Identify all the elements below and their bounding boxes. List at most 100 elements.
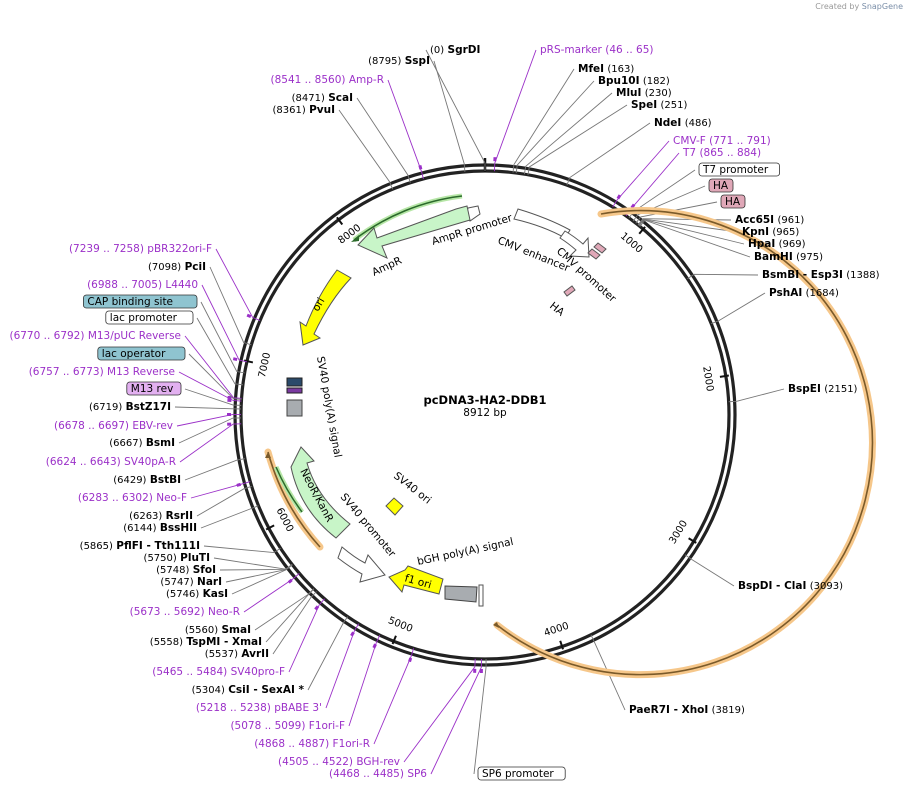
site-leader-line [272, 591, 317, 655]
tick-mark [243, 359, 254, 364]
label-text: Acc65I (961) [735, 214, 804, 226]
position-label: (6283 .. 6302) [78, 492, 153, 504]
primer-leader-line [243, 573, 300, 613]
enzyme-name: BssHII [160, 522, 197, 534]
position-label: (3093) [810, 581, 843, 592]
enzyme-name: SpeI [631, 99, 657, 111]
label-text: (6678 .. 6697) EBV-rev [54, 420, 173, 432]
site-label-ndei: NdeI (486) [654, 117, 712, 129]
position-label: (5750) [144, 553, 177, 564]
tick-label: 7000 [257, 352, 273, 379]
site-label-pflfi: (5865) PflFI - Tth111I [80, 540, 200, 552]
label-text: (4468 .. 4485) SP6 [329, 768, 427, 780]
enzyme-name: RsrII [166, 510, 193, 522]
enzyme-name: BstBI [150, 474, 181, 486]
feature-tag-label: CAP binding site [87, 296, 173, 308]
primer-label-neo-r: (5673 .. 5692) Neo-R [130, 606, 240, 618]
tick-label: 3000 [667, 519, 690, 546]
primer-name: L4440 [165, 279, 198, 291]
primer-name: pBR322ori-F [147, 243, 212, 255]
label-text: (5218 .. 5238) pBABE 3' [196, 702, 322, 714]
primer-name: F1ori-F [309, 720, 345, 732]
ori-arrow [299, 269, 352, 346]
enzyme-name: MluI [616, 87, 641, 99]
primer-label-l4440: (6988 .. 7005) L4440 [87, 279, 198, 291]
site-leader-line [515, 80, 595, 174]
site-label-csii: (5304) CsiI - SexAI * [192, 684, 305, 696]
snapgene-credit: Created by SnapGene [815, 2, 903, 11]
primer-leader-line [325, 623, 360, 709]
primer-name: BGH-rev [356, 756, 400, 768]
primer-name: Neo-F [156, 492, 187, 504]
site-leader-line [684, 554, 735, 587]
feature-arrows [286, 205, 607, 607]
ha-tag-1 [593, 242, 607, 254]
primer-name: Neo-R [208, 606, 240, 618]
primer-name: F1ori-R [333, 738, 370, 750]
label-text: (8541 .. 8560) Amp-R [270, 74, 384, 86]
primer-label-neo-f: (6283 .. 6302) Neo-F [78, 492, 187, 504]
enzyme-name: ScaI [328, 92, 353, 104]
position-label: (3819) [712, 705, 745, 716]
primer-mark [314, 605, 320, 611]
position-label: (6263) [129, 511, 162, 522]
position-label: (46 .. 65) [605, 44, 653, 56]
primer-leader-line [403, 658, 476, 763]
position-label: (230) [645, 88, 672, 99]
enzyme-name: SfoI [193, 564, 216, 576]
label-text: (5078 .. 5099) F1ori-F [230, 720, 345, 732]
site-leader-line [188, 353, 242, 400]
enzyme-name: KpnI [742, 226, 769, 238]
site-leader-line [566, 122, 651, 186]
enzyme-name: AvrII [241, 648, 269, 660]
enzyme-name: Bpu10I [598, 75, 640, 87]
neor-arrow [290, 446, 351, 539]
label-text: (5746) KasI [166, 588, 228, 600]
tick-label: 1000 [618, 231, 645, 256]
enzyme-name: BstZ17I [126, 401, 171, 413]
position-label: (6144) [123, 523, 156, 534]
feature-tag-box [97, 346, 186, 361]
primer-mark [287, 578, 293, 584]
primer-name: CMV-F [673, 135, 706, 147]
enzyme-name: BsmBI [762, 269, 799, 281]
primer-name: SV40pA-R [124, 456, 176, 468]
position-label: (4868 .. 4887) [254, 738, 329, 750]
primer-name: Amp-R [349, 74, 384, 86]
label-text: (8361) PvuI [272, 104, 335, 116]
site-leader-line [174, 406, 242, 410]
orf-arcs [264, 207, 876, 679]
label-text: (5304) CsiI - SexAI * [192, 684, 305, 696]
tick-mark [265, 524, 275, 531]
label-text: (5750) PluTI [144, 552, 210, 564]
label-text: (6757 .. 6773) M13 Reverse [29, 366, 175, 378]
site-leader-line [196, 317, 243, 386]
site-leader-line [225, 564, 293, 583]
tick-mark [719, 374, 729, 378]
enzyme-name: PflFI [116, 540, 143, 552]
primer-name: T7 [682, 147, 696, 159]
enzyme-name: HpaI [748, 238, 775, 250]
position-label: (771 .. 791) [709, 135, 771, 147]
enzyme-name: MfeI [578, 63, 604, 75]
position-label: (6429) [113, 475, 146, 486]
site-leader-line [203, 545, 281, 554]
tick-mark [638, 226, 646, 235]
snapgene-logo: SnapGene [861, 2, 903, 11]
site-leader-line [209, 266, 252, 346]
position-label: (5078 .. 5099) [230, 720, 305, 732]
enzyme-name: CsiI [228, 684, 249, 696]
primer-name: pRS-marker [540, 44, 603, 56]
position-label: (5465 .. 5484) [152, 666, 227, 678]
position-label: (8361) [272, 105, 305, 116]
feature-tag-box [708, 178, 734, 193]
label-text: KpnI (965) [742, 226, 799, 238]
site-label-kasi: (5746) KasI [166, 588, 228, 600]
label-text: (6988 .. 7005) L4440 [87, 279, 198, 291]
feature-tag-label: HA [713, 180, 729, 192]
primer-leader-line [179, 423, 242, 463]
label-text: (7239 .. 7258) pBR322ori-F [69, 243, 212, 255]
site-leader-line [711, 292, 766, 325]
site-label-nari: (5747) NarI [160, 576, 222, 588]
feature-tag-label: SP6 promoter [482, 768, 554, 780]
